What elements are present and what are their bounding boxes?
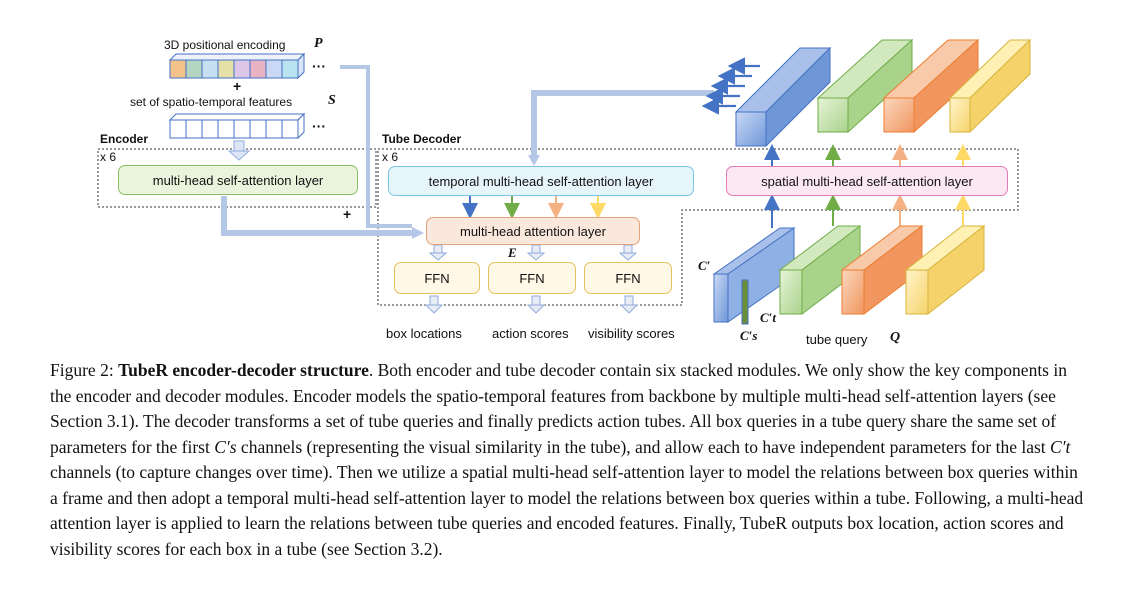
ffn-input-arrows <box>428 244 638 261</box>
caption-text-2: channels (representing the visual simila… <box>236 436 1051 457</box>
pos-ellipsis: ··· <box>312 58 326 74</box>
positional-encoding-strip <box>168 52 306 80</box>
spatial-self-attention-layer: spatial multi-head self-attention layer <box>726 166 1008 196</box>
caption-text-3: channels (to capture changes over time).… <box>50 462 1084 559</box>
caption-figure-number: Figure 2: <box>50 360 114 380</box>
temporal-self-attention-layer: temporal multi-head self-attention layer <box>388 166 694 196</box>
encoder-self-attention-layer: multi-head self-attention layer <box>118 165 358 195</box>
features-strip <box>168 112 306 140</box>
decoder-frame <box>377 148 1019 306</box>
output-action-scores: action scores <box>492 326 569 341</box>
caption-title: TubeR encoder-decoder structure <box>118 360 369 380</box>
features-label: set of spatio-temporal features <box>130 95 293 109</box>
positional-encoding-label: 3D positional encoding <box>164 38 286 52</box>
architecture-figure: 3D positional encoding P ··· + set of sp… <box>97 36 1032 347</box>
positional-to-attention-arrow <box>340 65 412 228</box>
query-tube-yellow <box>904 224 986 316</box>
encoder-plus-sign: + <box>343 206 352 222</box>
decoder-title: Tube Decoder <box>382 132 462 146</box>
multi-head-attention-layer: multi-head attention layer <box>426 217 640 245</box>
output-visibility-scores: visibility scores <box>588 326 675 341</box>
features-ellipsis: ··· <box>312 118 326 134</box>
plus-sign: + <box>233 78 242 94</box>
caption-symbol-cs: C′s <box>214 436 237 457</box>
output-tube-orange <box>882 38 980 134</box>
spatial-to-temporal-arrow <box>531 90 714 158</box>
ffn-action-scores: FFN <box>488 262 576 294</box>
encoder-repeat: x 6 <box>100 150 117 164</box>
figure-caption: Figure 2: TubeR encoder-decoder structur… <box>50 358 1090 562</box>
output-tube-green <box>816 38 914 134</box>
caption-text-1: . Both encoder and tube decoder contain … <box>50 360 1067 457</box>
c-prime-label: C′ <box>698 258 711 273</box>
output-box-locations: box locations <box>386 326 462 341</box>
positional-encoding-symbol: P <box>314 36 323 51</box>
cs-label: C′s <box>740 328 758 343</box>
decoder-repeat: x 6 <box>382 150 399 164</box>
features-symbol: S <box>328 93 336 108</box>
query-tube-blue <box>712 227 796 325</box>
ffn-box-locations: FFN <box>394 262 480 294</box>
ct-label: C′t <box>760 310 776 325</box>
prediction-arrows <box>701 57 760 115</box>
encoder-title: Encoder <box>100 132 149 146</box>
encoder-input-arrow <box>227 140 251 161</box>
encoder-to-attention-arrow <box>221 196 412 236</box>
output-tube-blue <box>734 46 832 148</box>
query-tube-green <box>778 224 862 316</box>
tube-query-symbol: Q <box>890 330 901 345</box>
tube-query-label: tube query <box>806 332 868 347</box>
ffn-output-arrows <box>424 295 639 314</box>
query-tube-orange <box>840 224 924 316</box>
caption-symbol-ct: C′t <box>1050 436 1071 457</box>
figure-graphics <box>97 38 1032 325</box>
ffn-visibility-scores: FFN <box>584 262 672 294</box>
encoded-features-symbol: E <box>508 245 517 260</box>
output-tube-yellow <box>948 38 1032 134</box>
